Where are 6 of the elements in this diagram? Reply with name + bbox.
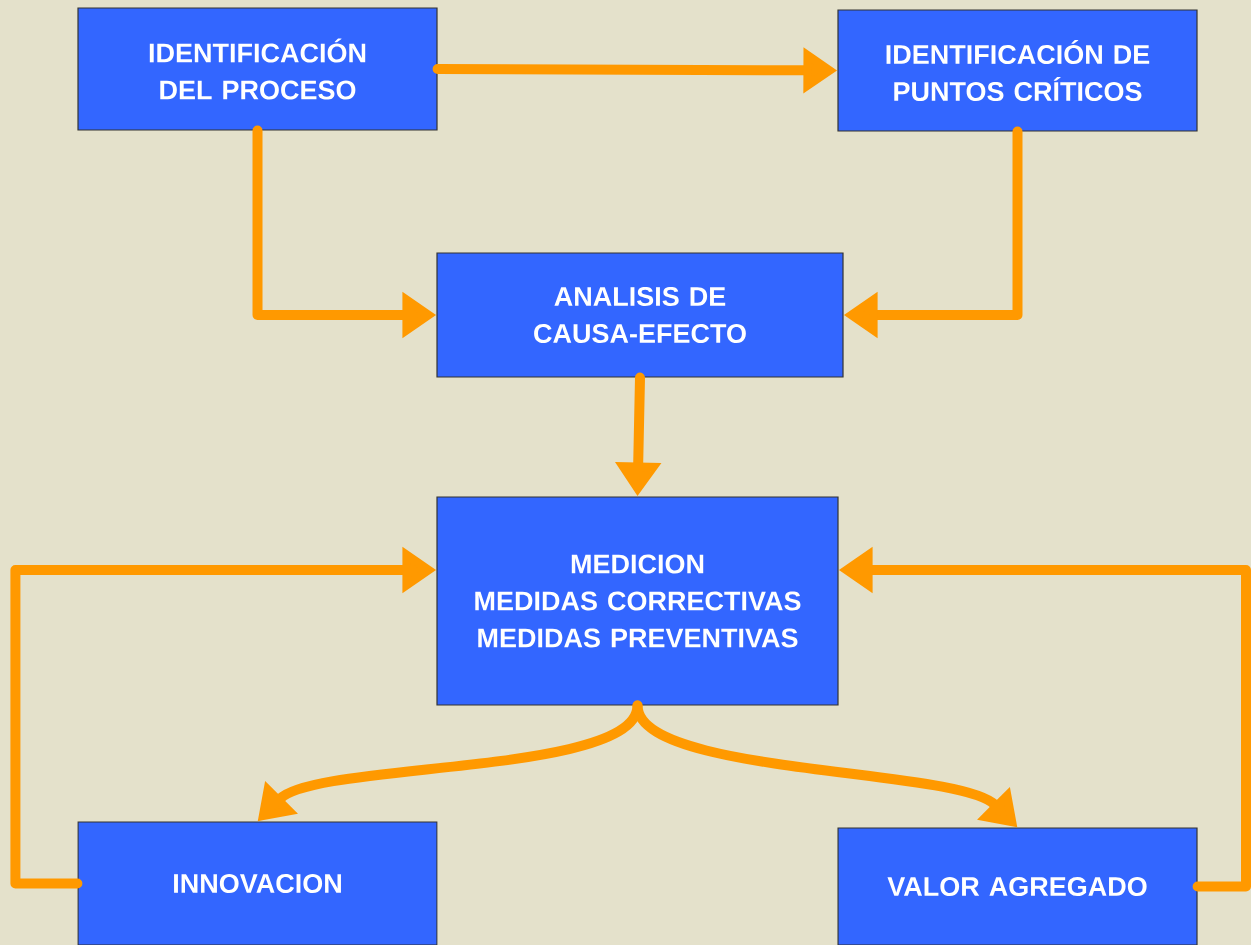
process-box: IDENTIFICACIÓN DEL PROCESO	[77, 7, 438, 131]
process-box: ANALISIS DE CAUSA-EFECTO	[436, 252, 844, 378]
process-box: INNOVACION	[77, 821, 438, 945]
process-box: IDENTIFICACIÓN DE PUNTOS CRÍTICOS	[837, 9, 1198, 132]
process-box: VALOR AGREGADO	[837, 827, 1198, 945]
process-box: MEDICION MEDIDAS CORRECTIVAS MEDIDAS PREVENTIVAS	[436, 496, 839, 706]
